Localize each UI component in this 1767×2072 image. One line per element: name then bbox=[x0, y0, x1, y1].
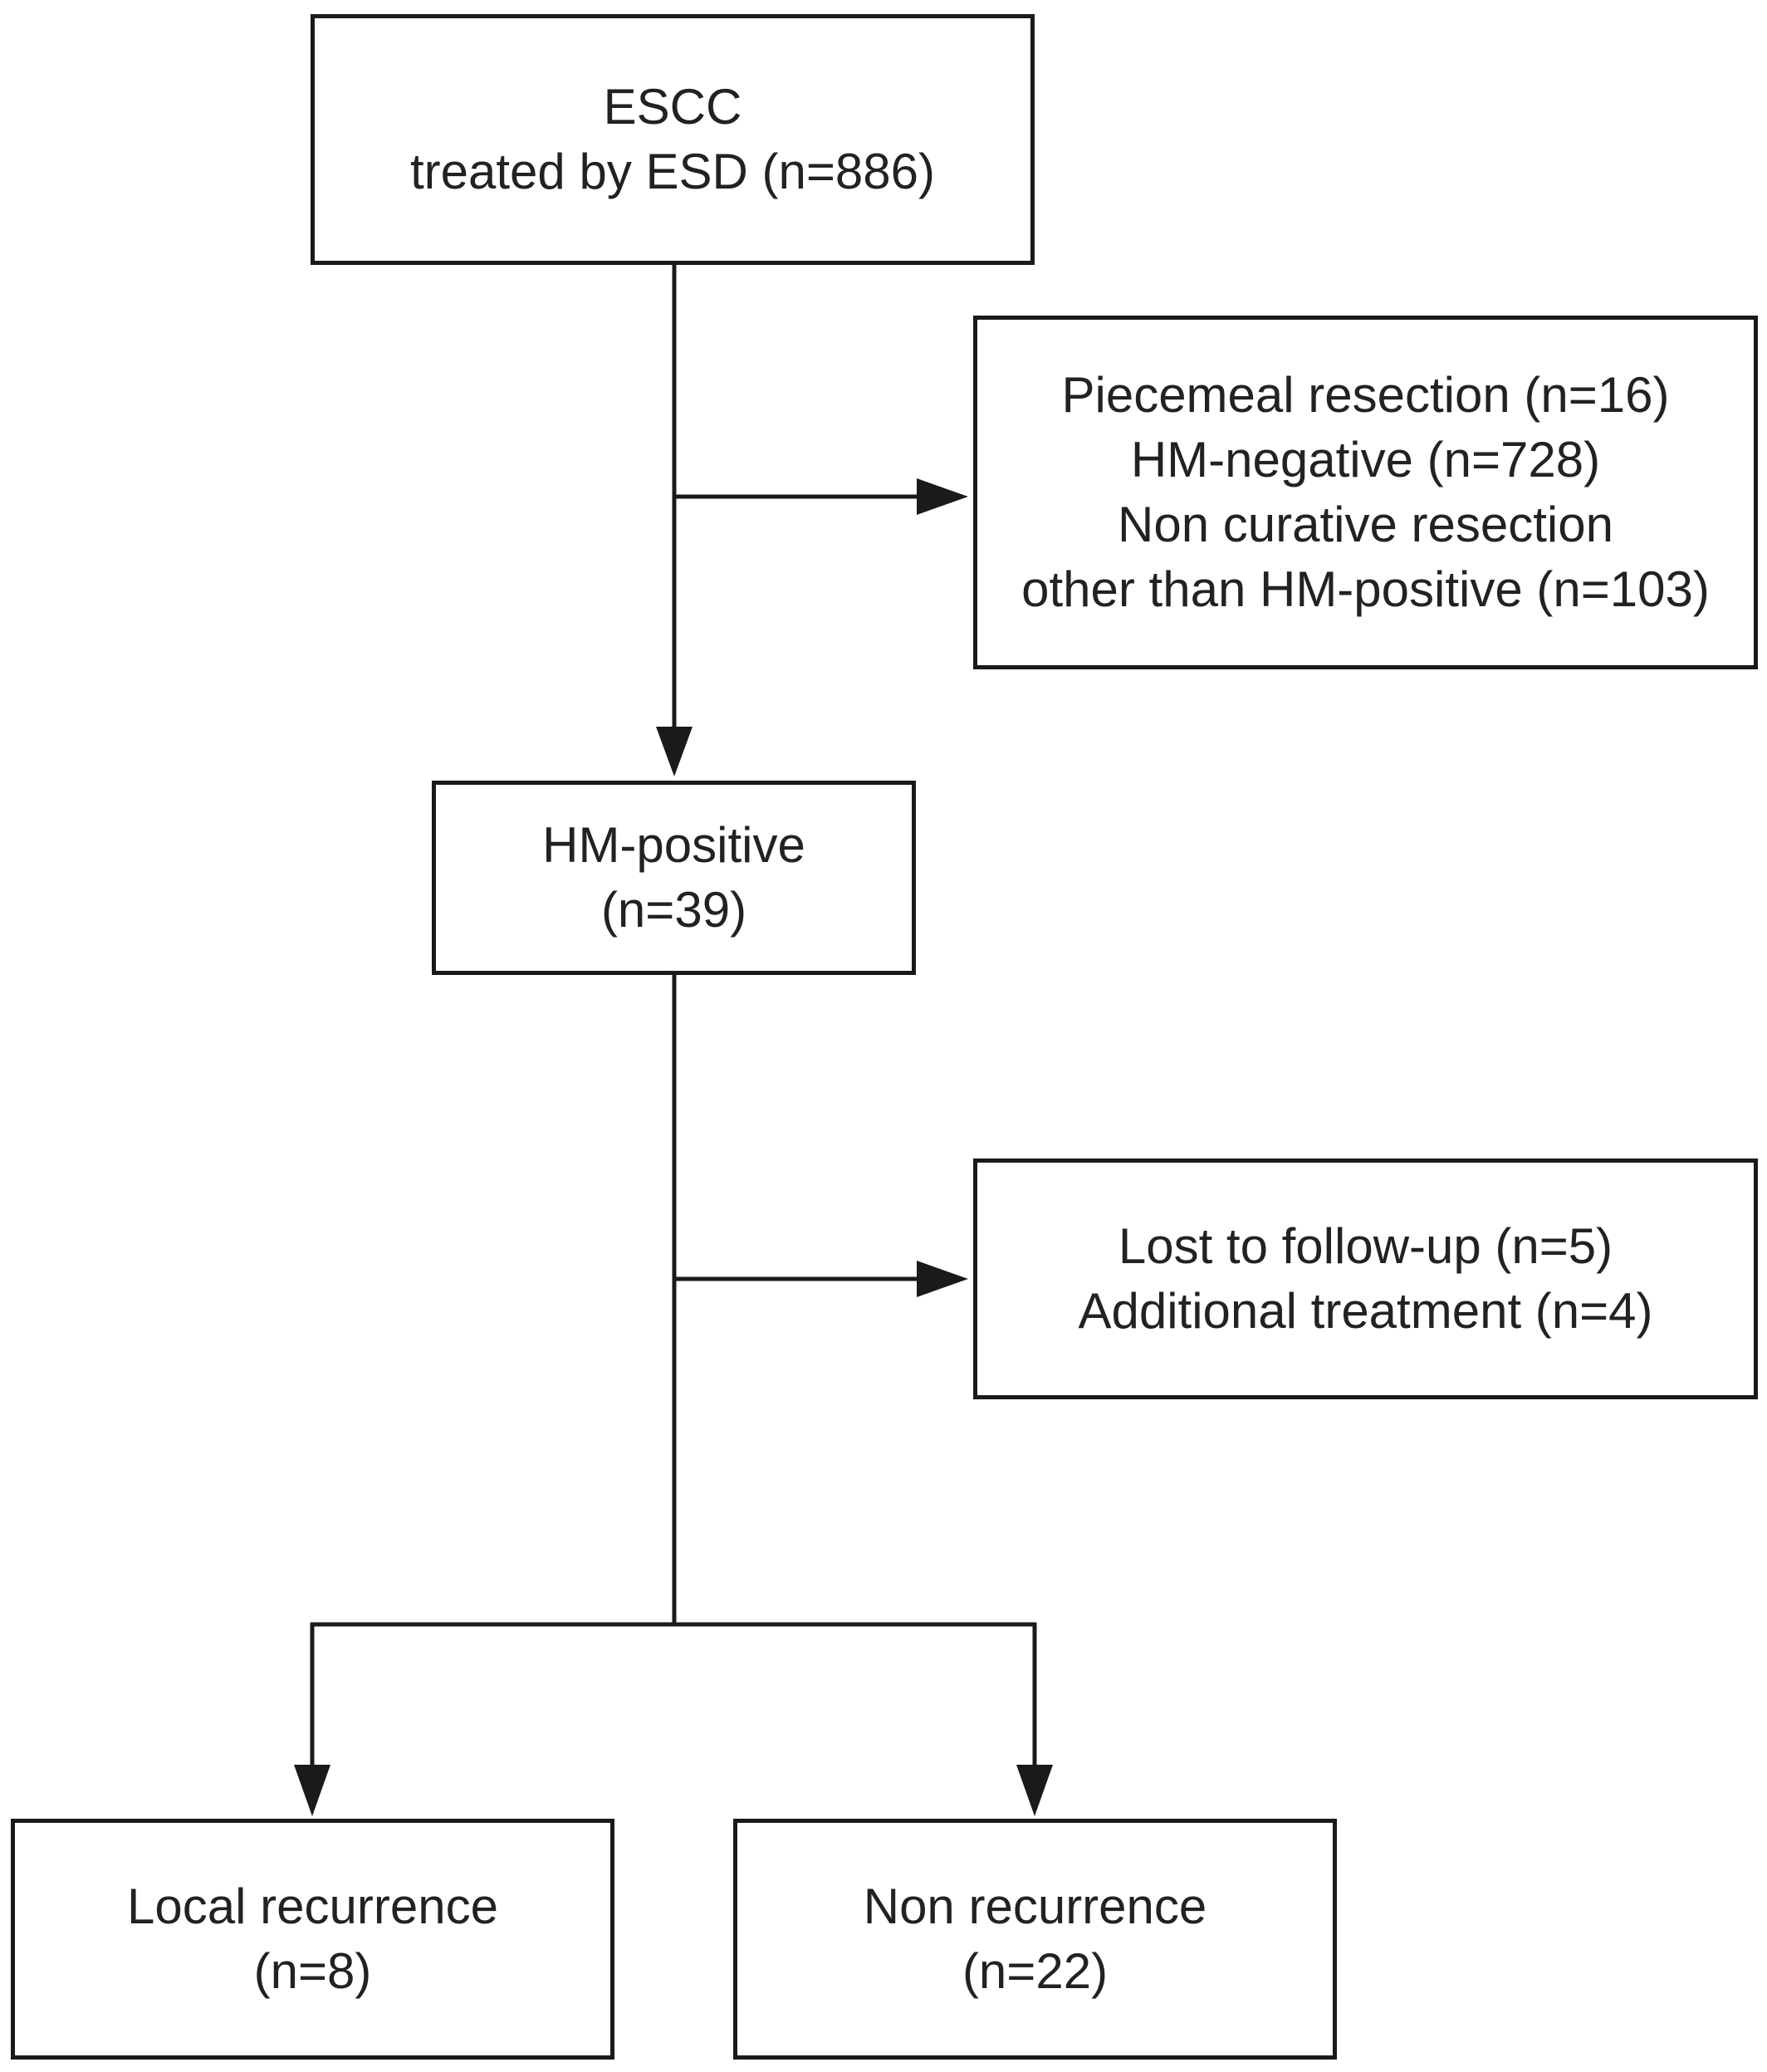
node-hm-positive-line-2: (n=39) bbox=[600, 882, 747, 938]
arrowhead-hmpos bbox=[656, 727, 693, 776]
node-local-recurrence: Local recurrence (n=8) bbox=[11, 1819, 614, 2060]
node-escc-line-1: ESCC bbox=[603, 79, 742, 135]
node-local-recurrence-line-1: Local recurrence bbox=[127, 1879, 498, 1934]
node-excluded-1-line-4: other than HM-positive (n=103) bbox=[1021, 561, 1710, 617]
node-excluded-1-line-3: Non curative resection bbox=[1118, 497, 1613, 552]
node-non-recurrence-line-1: Non recurrence bbox=[863, 1879, 1207, 1934]
arrowhead-excluded1 bbox=[917, 478, 968, 515]
node-non-recurrence-line-2: (n=22) bbox=[962, 1943, 1109, 1999]
node-non-recurrence: Non recurrence (n=22) bbox=[733, 1819, 1337, 2060]
arrowhead-local bbox=[294, 1765, 330, 1816]
node-hm-positive: HM-positive (n=39) bbox=[432, 781, 916, 975]
node-escc-line-2: treated by ESD (n=886) bbox=[409, 144, 936, 199]
node-excluded-1-line-1: Piecemeal resection (n=16) bbox=[1061, 367, 1670, 423]
node-hm-positive-line-1: HM-positive bbox=[542, 817, 805, 873]
node-excluded-2: Lost to follow-up (n=5) Additional treat… bbox=[973, 1158, 1758, 1399]
node-excluded-2-line-1: Lost to follow-up (n=5) bbox=[1118, 1218, 1613, 1274]
node-escc: ESCC treated by ESD (n=886) bbox=[311, 14, 1035, 265]
node-excluded-1: Piecemeal resection (n=16) HM-negative (… bbox=[973, 316, 1758, 669]
arrowhead-excluded2 bbox=[917, 1261, 968, 1297]
node-local-recurrence-line-2: (n=8) bbox=[253, 1943, 372, 1999]
arrowhead-nonrec bbox=[1016, 1765, 1053, 1816]
node-excluded-1-line-2: HM-negative (n=728) bbox=[1130, 432, 1601, 487]
node-excluded-2-line-2: Additional treatment (n=4) bbox=[1078, 1283, 1653, 1339]
